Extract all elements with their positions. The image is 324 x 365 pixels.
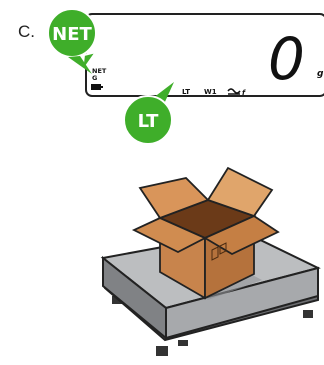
lt-callout-bubble: LT [123, 82, 174, 145]
net-annunciator: NET [92, 67, 107, 75]
net-callout-text: NET [52, 24, 92, 45]
lcd-display: 0 g NET G LT W1 f [85, 13, 324, 97]
step-label: C. [18, 22, 35, 41]
gross-annunciator: G [92, 74, 97, 82]
battery-icon [91, 84, 103, 90]
w1-annunciator: W1 [204, 88, 217, 96]
display-reading: 0 [268, 25, 305, 93]
fragile-icon [211, 242, 227, 261]
lt-annunciator: LT [182, 88, 190, 96]
lt-callout-text: LT [138, 111, 159, 132]
stability-icon [227, 88, 241, 95]
net-callout-bubble: NET [47, 8, 99, 74]
f-annunciator: f [242, 89, 246, 97]
cardboard-box [131, 166, 280, 300]
display-unit: g [317, 69, 324, 79]
